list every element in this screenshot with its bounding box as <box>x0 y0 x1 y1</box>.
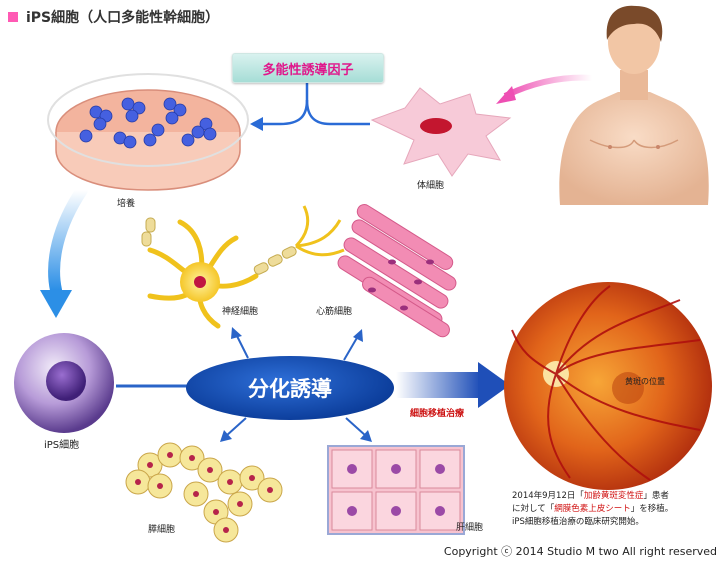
nerve-label: 神経細胞 <box>222 307 259 317</box>
transplant-arrow <box>396 362 510 408</box>
somatic-label: 体細胞 <box>417 181 445 191</box>
title-text: iPS細胞（人口多能性幹細胞） <box>26 10 220 26</box>
title-marker-icon <box>8 12 18 22</box>
human-figure-illustration <box>559 5 709 205</box>
pink-arrow <box>496 74 593 104</box>
heart-muscle-illustration <box>337 204 457 338</box>
liver-cell-illustration <box>327 445 465 535</box>
note-line-2-a: に対して「 <box>512 504 555 514</box>
differentiation-label: 分化誘導 <box>248 377 332 401</box>
ips-label: iPS細胞 <box>44 440 80 451</box>
culture-label: 培養 <box>117 199 136 209</box>
clinical-note: 2014年9月12日「加齢黄斑変性症」患者 に対して「網膜色素上皮シート」を移植… <box>512 490 717 529</box>
note-line-1-a: 2014年9月12日「 <box>512 491 584 501</box>
pancreas-label: 膵細胞 <box>148 525 176 535</box>
nerve-cell-illustration <box>141 205 345 329</box>
page-title: iPS細胞（人口多能性幹細胞） <box>8 7 219 27</box>
transplant-label: 細胞移植治療 <box>410 409 465 419</box>
liver-label: 肝細胞 <box>456 523 484 533</box>
copyright: Copyright ⓒ 2014 Studio M two All right … <box>443 545 717 558</box>
differentiation-ellipse: 分化誘導 <box>186 356 394 420</box>
macula-label: 黄斑の位置 <box>625 377 665 386</box>
factor-connector <box>250 82 370 131</box>
retina-illustration <box>504 282 712 490</box>
curved-arrow <box>40 184 88 318</box>
ips-cell-illustration <box>14 333 114 433</box>
diff-arrows <box>220 327 372 442</box>
factor-label-box: 多能性誘導因子 <box>232 53 384 83</box>
heart-label: 心筋細胞 <box>316 307 353 317</box>
note-line-2: に対して「網膜色素上皮シート」を移植。 <box>512 503 717 516</box>
note-line-1: 2014年9月12日「加齢黄斑変性症」患者 <box>512 490 717 503</box>
note-line-2-b: 」を移植。 <box>630 504 674 514</box>
factor-label: 多能性誘導因子 <box>262 62 354 78</box>
note-line-1-highlight: 加齢黄斑変性症 <box>583 491 644 501</box>
note-line-1-b: 」患者 <box>643 491 669 501</box>
culture-dish-illustration <box>47 73 249 191</box>
note-line-3: iPS細胞移植治療の臨床研究開始。 <box>512 517 644 527</box>
somatic-cell-illustration <box>370 87 512 177</box>
note-line-2-highlight: 網膜色素上皮シート <box>554 504 631 514</box>
pancreas-cell-illustration <box>125 442 283 543</box>
